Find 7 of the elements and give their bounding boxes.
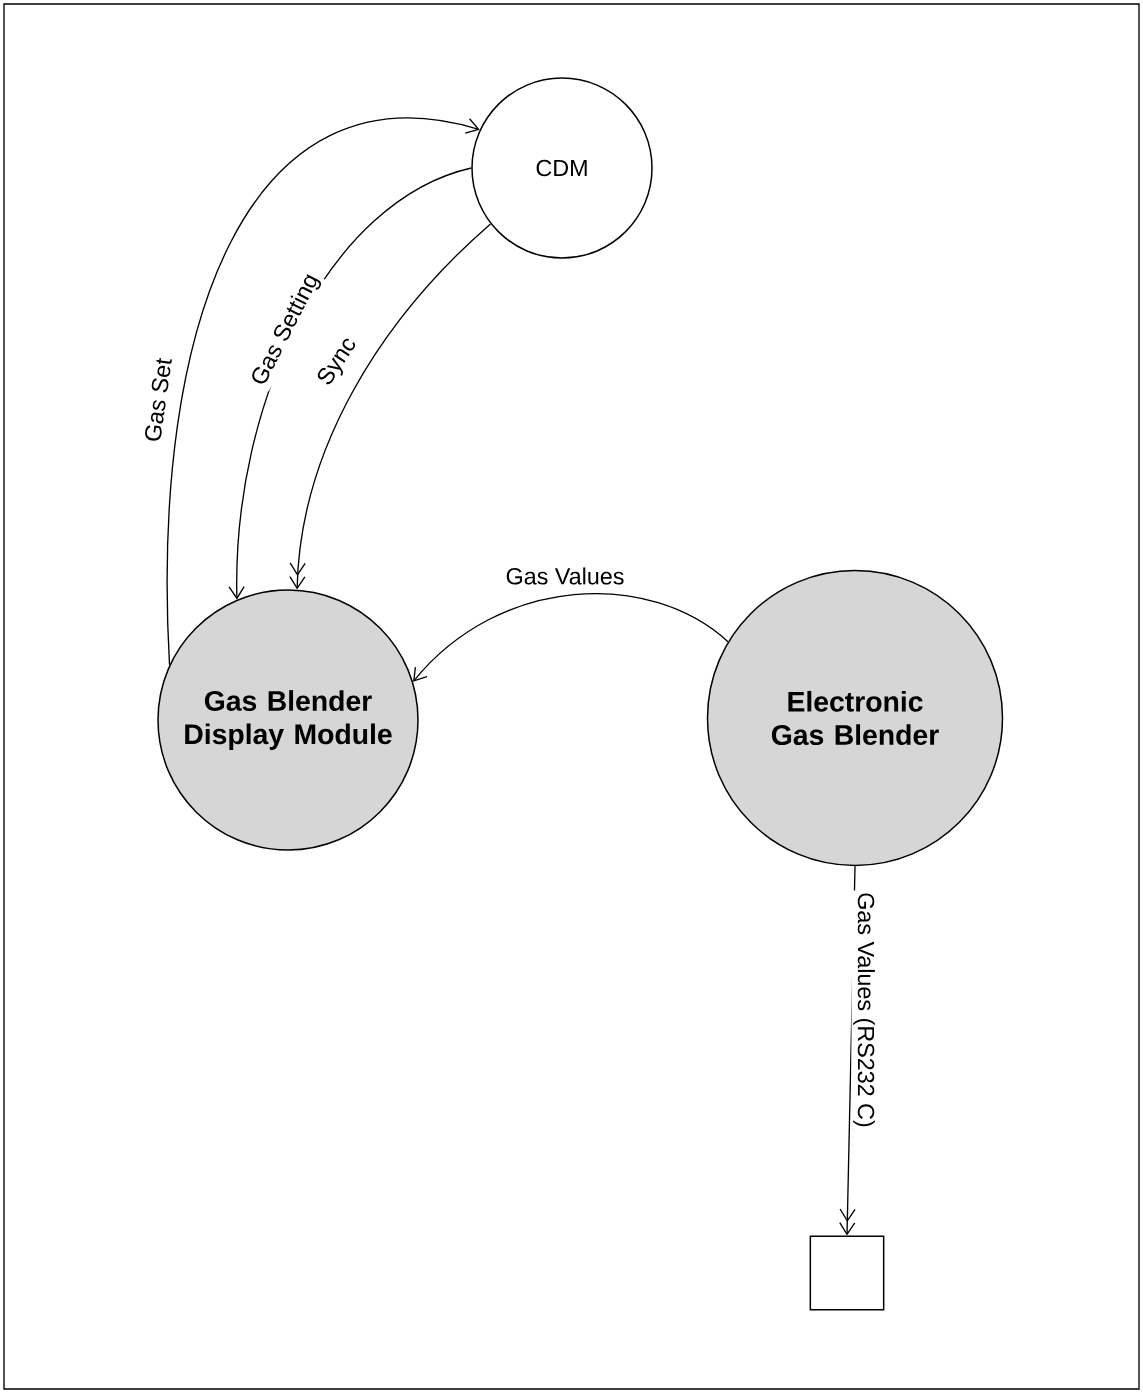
arrow [289, 223, 492, 590]
edge-label: Gas Values [503, 565, 627, 587]
terminator-box [809, 1235, 885, 1311]
arrow [413, 593, 729, 682]
edge-label: Gas Values (RS232 C) [851, 890, 877, 1130]
edge-label: Gas Set [142, 355, 174, 445]
arrow [166, 117, 480, 666]
